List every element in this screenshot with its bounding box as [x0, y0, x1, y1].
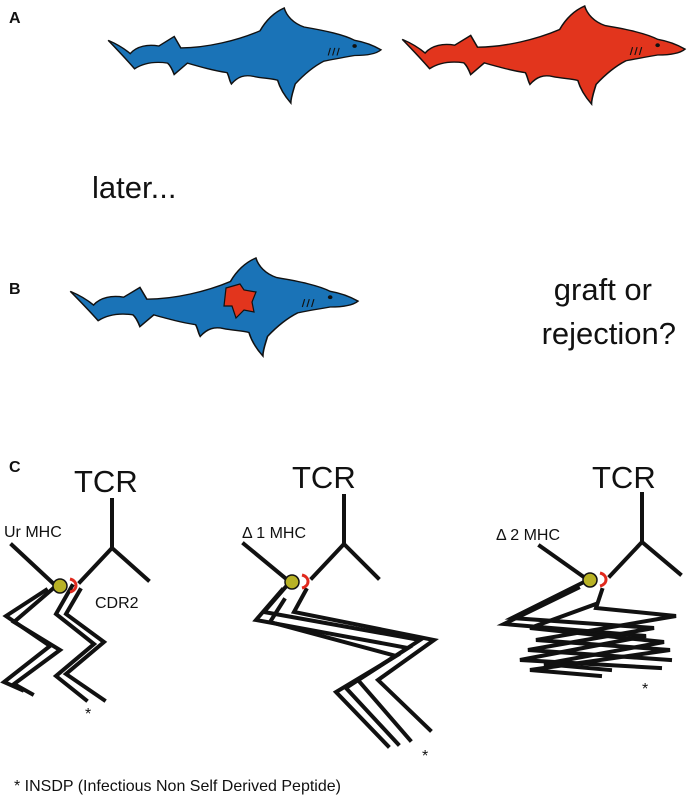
- tcr-structure-2: [241, 494, 439, 749]
- mhc-circle-1: [52, 578, 68, 594]
- footnote: * INSDP (Infectious Non Self Derived Pep…: [14, 778, 341, 795]
- mhc-helix-1c: [62, 587, 108, 703]
- mhc-label-2: Δ 1 MHC: [242, 525, 307, 542]
- mhc-circle-3: [582, 572, 598, 588]
- panel-a-letter: A: [9, 10, 21, 27]
- mhc-helix-3b: [496, 585, 663, 671]
- cdr2-arc-3: [599, 571, 608, 588]
- mhc-helix-3c: [529, 587, 677, 679]
- mhc-helix-1a: [10, 583, 64, 697]
- panel-b-letter: B: [9, 281, 21, 298]
- tcr-structure-3: [496, 492, 683, 679]
- tcr-structure-1: [0, 498, 151, 703]
- asterisk-marker-3: *: [642, 681, 649, 698]
- red-shark: [401, 5, 686, 105]
- mhc-arm-3: [537, 543, 591, 583]
- mhc-arm-1: [9, 542, 59, 589]
- skin-graft: [223, 283, 257, 320]
- grafted-shark: [69, 257, 359, 357]
- mhc-helix-2d: [266, 597, 402, 749]
- mhc-label-1: Ur MHC: [4, 524, 62, 541]
- mhc-helix-2c: [290, 587, 439, 733]
- question-line-2: rejection?: [541, 316, 676, 351]
- tcr-label-1: TCR: [74, 464, 138, 499]
- mhc-circle-2: [284, 574, 300, 590]
- mhc-helix-1d: [52, 583, 98, 703]
- asterisk-marker-2: *: [422, 748, 429, 765]
- later-caption: later...: [92, 170, 177, 205]
- asterisk-marker-1: *: [85, 706, 92, 723]
- question-line-1: graft or: [553, 272, 652, 307]
- mhc-helix-2a: [260, 579, 426, 743]
- tcr-stem-2: [309, 494, 381, 581]
- mhc-helix-3a: [504, 577, 673, 663]
- mhc-helix-2b: [252, 587, 414, 747]
- mhc-label-3: Δ 2 MHC: [496, 527, 561, 544]
- panel-c-letter: C: [9, 459, 21, 476]
- tcr-label-3: TCR: [592, 460, 656, 495]
- cdr2-arc-2: [301, 573, 310, 590]
- tcr-label-2: TCR: [292, 460, 356, 495]
- cdr2-label: CDR2: [95, 595, 139, 612]
- mhc-helix-1b: [0, 587, 54, 693]
- mhc-helix-3d: [529, 601, 665, 673]
- cdr2-arc-1: [69, 577, 78, 594]
- blue-shark: [107, 7, 382, 104]
- tcr-stem-1: [77, 498, 151, 585]
- mhc-arm-2: [241, 541, 293, 585]
- tcr-stem-3: [607, 492, 683, 579]
